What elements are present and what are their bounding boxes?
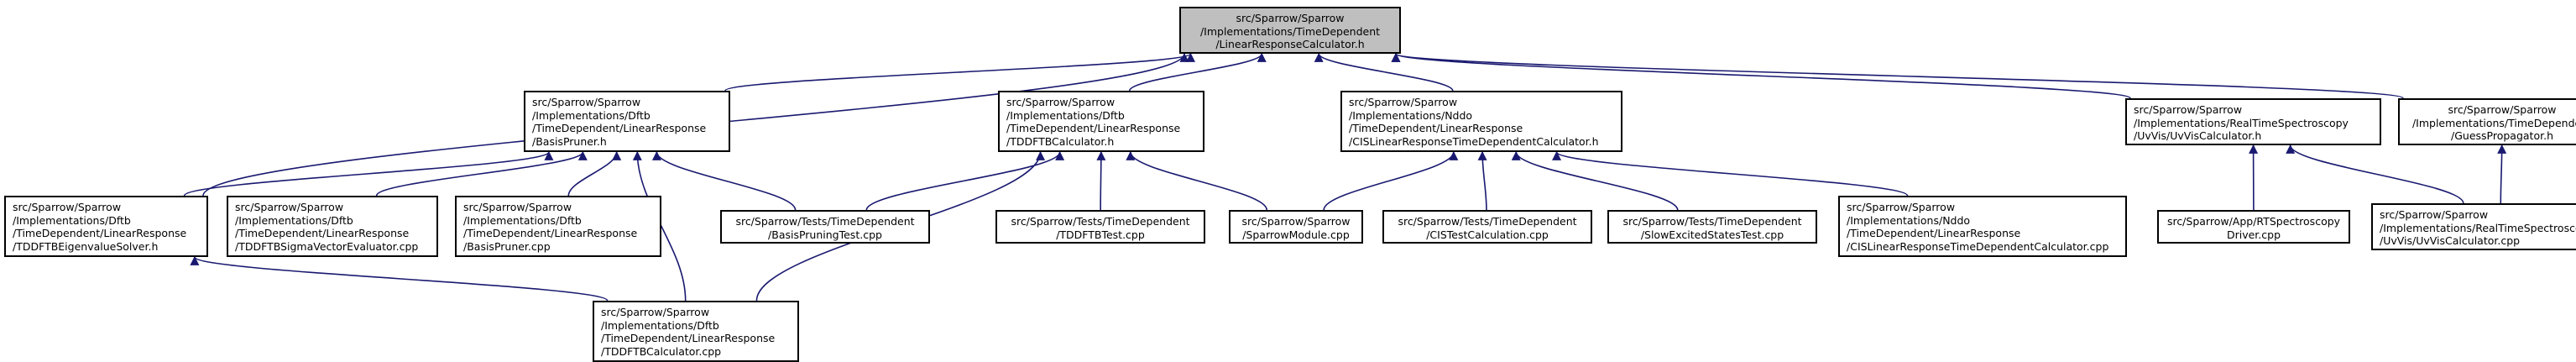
node-sparrow-module-cpp[interactable]: src/Sparrow/Sparrow/SparrowModule.cpp: [1229, 210, 1363, 244]
node-label-line: /BasisPruningTest.cpp: [729, 228, 922, 242]
edge-cis_calculator_cpp-to-cis_calculator_h: [1557, 152, 1908, 196]
node-uvvis-calculator-cpp[interactable]: src/Sparrow/Sparrow/Implementations/Real…: [2371, 203, 2576, 250]
node-label-line: /Implementations/Dftb: [532, 109, 722, 123]
node-label-line: /TDDFTBSigmaVectorEvaluator.cpp: [235, 240, 430, 254]
node-label-line: src/Sparrow/Tests/TimeDependent: [729, 215, 922, 228]
node-label-line: /TimeDependent/LinearResponse: [463, 227, 653, 240]
node-label-line: /TimeDependent/LinearResponse: [1847, 227, 2119, 240]
node-label-line: /Implementations/Dftb: [1006, 109, 1196, 123]
node-label-line: src/Sparrow/Sparrow: [1349, 96, 1614, 109]
node-label-line: /TDDFTBTest.cpp: [1004, 228, 1197, 242]
node-label-line: /Implementations/Dftb: [235, 214, 430, 228]
node-tddftb-calculator-h[interactable]: src/Sparrow/Sparrow/Implementations/Dftb…: [998, 91, 1204, 152]
node-label-line: /TDDFTBCalculator.cpp: [601, 345, 791, 359]
node-basis-pruner-h[interactable]: src/Sparrow/Sparrow/Implementations/Dftb…: [524, 91, 730, 152]
edge-sparrow_module-to-tddftb_calculator_h: [1131, 152, 1267, 210]
node-label-line: src/Sparrow/Tests/TimeDependent: [1616, 215, 1809, 228]
node-label-line: src/Sparrow/Sparrow: [2380, 208, 2576, 222]
node-label-line: src/Sparrow/Tests/TimeDependent: [1004, 215, 1197, 228]
node-cis-calculator-h[interactable]: src/Sparrow/Sparrow/Implementations/Nddo…: [1340, 91, 1622, 152]
node-tddftb-sigma-vector-evaluator-cpp[interactable]: src/Sparrow/Sparrow/Implementations/Dftb…: [227, 196, 438, 257]
node-label-line: /TimeDependent/LinearResponse: [532, 122, 722, 135]
node-label-line: /Implementations/Nddo: [1847, 214, 2119, 228]
node-label-line: /UvVis/UvVisCalculator.cpp: [2380, 234, 2576, 248]
node-label-line: Driver.cpp: [2166, 228, 2342, 242]
edge-sparrow_module-to-cis_calculator_h: [1324, 152, 1454, 210]
node-label-line: src/Sparrow/Sparrow: [1847, 201, 2119, 214]
node-cis-test-calculation-cpp[interactable]: src/Sparrow/Tests/TimeDependent/CISTestC…: [1382, 210, 1592, 244]
node-label-line: /BasisPruner.cpp: [463, 240, 653, 254]
node-basis-pruning-test-cpp[interactable]: src/Sparrow/Tests/TimeDependent/BasisPru…: [720, 210, 930, 244]
node-label-line: src/Sparrow/Sparrow: [532, 96, 722, 109]
node-label-line: /Implementations/Dftb: [601, 319, 791, 333]
node-label-line: /TDDFTBEigenvalueSolver.h: [13, 240, 200, 254]
edge-uvvis_calculator_cpp-to-uvvis_calculator_h: [2291, 145, 2464, 203]
node-label-line: /LinearResponseCalculator.h: [1188, 38, 1393, 51]
node-label-line: /Implementations/Dftb: [463, 214, 653, 228]
node-label-line: src/Sparrow/Sparrow: [13, 201, 200, 214]
edge-slow_excited_test-to-cis_calculator_h: [1516, 152, 1678, 210]
node-label-line: src/Sparrow/Sparrow: [2134, 103, 2373, 117]
node-tddftb-test-cpp[interactable]: src/Sparrow/Tests/TimeDependent/TDDFTBTe…: [995, 210, 1205, 244]
node-label-line: /BasisPruner.h: [532, 135, 722, 149]
edge-tddftb_calculator_h-to-root: [1130, 54, 1262, 91]
node-label-line: /Implementations/Dftb: [13, 214, 200, 228]
node-label-line: src/Sparrow/App/RTSpectroscopy: [2166, 215, 2342, 228]
node-label-line: /CISLinearResponseTimeDependentCalculato…: [1349, 135, 1614, 149]
edge-uvvis_calculator_cpp-to-guess_propagator_h: [2500, 145, 2501, 203]
node-label-line: /TimeDependent/LinearResponse: [1349, 122, 1614, 135]
node-cis-calculator-cpp[interactable]: src/Sparrow/Sparrow/Implementations/Nddo…: [1838, 196, 2127, 257]
node-label-line: /SlowExcitedStatesTest.cpp: [1616, 228, 1809, 242]
edge-basis_pruner_cpp-to-basis_pruner_h: [568, 152, 616, 196]
node-slow-excited-states-test-cpp[interactable]: src/Sparrow/Tests/TimeDependent/SlowExci…: [1607, 210, 1817, 244]
edge-tddftb_calculator_cpp-to-eigenvalue_solver_h: [195, 257, 608, 301]
node-label-line: /TimeDependent/LinearResponse: [601, 332, 791, 345]
node-label-line: /Implementations/TimeDependent: [1188, 25, 1393, 39]
node-tddftb-calculator-cpp[interactable]: src/Sparrow/Sparrow/Implementations/Dftb…: [593, 301, 799, 362]
edge-basis_pruning_test-to-basis_pruner_h: [656, 152, 795, 210]
node-linear-response-calculator-h: src/Sparrow/Sparrow/Implementations/Time…: [1179, 7, 1401, 54]
node-basis-pruner-cpp[interactable]: src/Sparrow/Sparrow/Implementations/Dftb…: [455, 196, 661, 257]
node-label-line: /TimeDependent/LinearResponse: [235, 227, 430, 240]
node-label-line: src/Sparrow/Sparrow: [601, 306, 791, 319]
node-label-line: /TimeDependent/LinearResponse: [13, 227, 200, 240]
node-label-line: /SparrowModule.cpp: [1237, 228, 1355, 242]
edge-basis_pruning_test-to-tddftb_calculator_h: [866, 152, 1059, 210]
node-label-line: src/Sparrow/Sparrow: [1188, 12, 1393, 25]
node-uvvis-calculator-h[interactable]: src/Sparrow/Sparrow/Implementations/Real…: [2125, 98, 2381, 145]
node-label-line: src/Sparrow/Sparrow: [463, 201, 653, 214]
edge-tddftb_test-to-tddftb_calculator_h: [1100, 152, 1101, 210]
node-label-line: src/Sparrow/Tests/TimeDependent: [1391, 215, 1584, 228]
node-label-line: /CISLinearResponseTimeDependentCalculato…: [1847, 240, 2119, 254]
node-label-line: /Implementations/Nddo: [1349, 109, 1614, 123]
node-label-line: /CISTestCalculation.cpp: [1391, 228, 1584, 242]
node-label-line: /Implementations/RealTimeSpectroscopy: [2134, 117, 2373, 130]
edge-basis_pruner_h-to-root: [725, 54, 1191, 91]
node-label-line: /GuessPropagator.h: [2406, 129, 2576, 143]
node-label-line: /Implementations/TimeDependent: [2406, 117, 2576, 130]
node-guess-propagator-h[interactable]: src/Sparrow/Sparrow/Implementations/Time…: [2398, 98, 2576, 145]
node-label-line: src/Sparrow/Sparrow: [1006, 96, 1196, 109]
node-label-line: /TimeDependent/LinearResponse: [1006, 122, 1196, 135]
edge-cis_test-to-cis_calculator_h: [1482, 152, 1487, 210]
edge-sigma_vector_cpp-to-basis_pruner_h: [377, 152, 583, 196]
node-label-line: src/Sparrow/Sparrow: [1237, 215, 1355, 228]
node-tddftb-eigenvalue-solver-h[interactable]: src/Sparrow/Sparrow/Implementations/Dftb…: [4, 196, 208, 257]
node-label-line: /TDDFTBCalculator.h: [1006, 135, 1196, 149]
node-label-line: src/Sparrow/Sparrow: [235, 201, 430, 214]
node-label-line: /Implementations/RealTimeSpectroscopy: [2380, 222, 2576, 235]
node-label-line: /UvVis/UvVisCalculator.h: [2134, 129, 2373, 143]
node-label-line: src/Sparrow/Sparrow: [2406, 103, 2576, 117]
